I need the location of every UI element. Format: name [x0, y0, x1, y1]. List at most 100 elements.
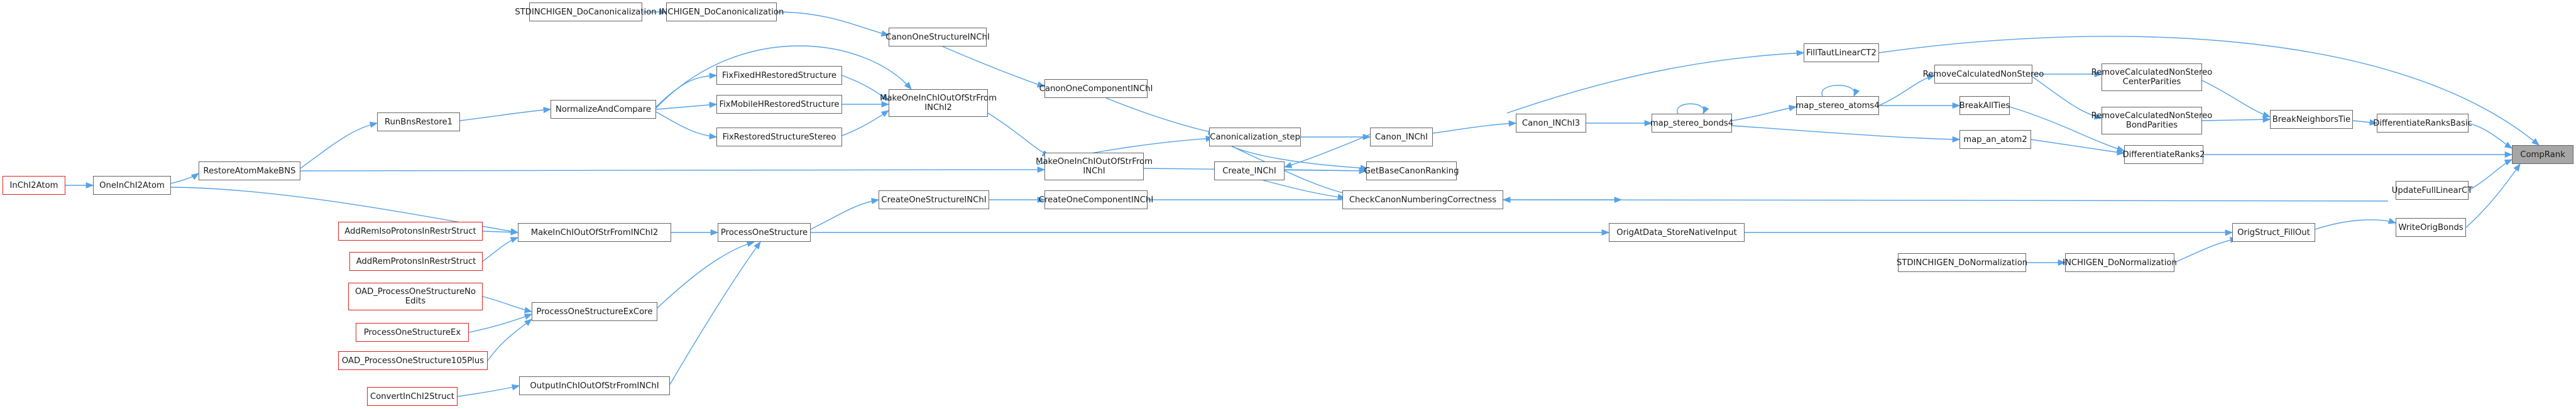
node-create-inchi[interactable]: Create_INChI: [1214, 161, 1285, 180]
node-map-an-atom2[interactable]: map_an_atom2: [1959, 130, 2031, 149]
call-edge: [669, 241, 761, 385]
node-canon-inchi[interactable]: Canon_INChI: [1370, 128, 1433, 146]
node-get-base-canon-ranking[interactable]: GetBaseCanonRanking: [1364, 161, 1459, 180]
node-differentiate-ranks2[interactable]: DifferentiateRanks2: [2122, 145, 2205, 164]
call-edge: [2315, 217, 2397, 230]
call-edge: [841, 75, 890, 101]
node-canon-one-structure-inchi[interactable]: CanonOneStructureINChI: [885, 28, 990, 46]
node-label: CheckCanonNumberingCorrectness: [1349, 195, 1497, 205]
node-canonicalization-step[interactable]: Canonicalization_step: [1209, 128, 1301, 146]
node-inchigen-donormalization[interactable]: INCHIGEN_DoNormalization: [2063, 253, 2177, 272]
call-edge: [810, 198, 880, 230]
node-label: INCHIGEN_DoNormalization: [2063, 258, 2177, 268]
node-fix-mobile-h-restored-structure[interactable]: FixMobileHRestoredStructure: [716, 95, 842, 114]
call-edge: [841, 110, 890, 136]
node-remove-calculated-nonstereo-bond-parities[interactable]: RemoveCalculatedNonStereo BondParities: [2091, 107, 2212, 134]
call-edge: [2174, 236, 2239, 263]
node-origatdata-store-native-input[interactable]: OrigAtData_StoreNativeInput: [1609, 223, 1745, 242]
call-edge: [655, 72, 718, 107]
node-make-one-inchi-from-inchi[interactable]: MakeOneInChIOutOfStrFrom INChI: [1036, 153, 1153, 180]
node-inchigen-docanonicalization[interactable]: INCHIGEN_DoCanonicalization: [659, 3, 784, 21]
node-label-line2: BondParities: [2125, 121, 2178, 130]
call-edge: [457, 384, 520, 397]
call-edge: [482, 296, 533, 314]
node-make-one-inchi-from-inchi2[interactable]: MakeOneInChIOutOfStrFrom INChI2: [880, 89, 997, 117]
node-label: map_stereo_bonds4: [1650, 118, 1734, 128]
call-edge: [1502, 196, 2389, 204]
node-origstruct-fillout[interactable]: OrigStruct_FillOut: [2232, 223, 2315, 242]
call-edge: [2468, 159, 2513, 191]
node-label: AddRemProtonsInRestrStruct: [356, 256, 476, 266]
node-process-one-structure-ex[interactable]: ProcessOneStructureEx: [356, 323, 469, 342]
node-label: CanonOneStructureINChI: [885, 32, 990, 42]
node-break-neighbors-tie[interactable]: BreakNeighborsTie: [2270, 110, 2353, 129]
node-comp-rank[interactable]: CompRank: [2512, 145, 2573, 164]
node-label: Canonicalization_step: [1210, 132, 1300, 142]
node-create-one-structure-inchi[interactable]: CreateOneStructureINChI: [879, 190, 989, 209]
node-label: FixFixedHRestoredStructure: [722, 70, 836, 80]
node-process-one-structure[interactable]: ProcessOneStructure: [718, 223, 811, 242]
node-canon-one-component-inchi[interactable]: CanonOneComponentINChI: [1039, 79, 1153, 98]
node-normalize-and-compare[interactable]: NormalizeAndCompare: [551, 100, 656, 119]
node-label: DifferentiateRanks2: [2122, 150, 2205, 160]
node-label: CanonOneComponentINChI: [1039, 84, 1153, 94]
node-break-all-ties[interactable]: BreakAllTies: [1959, 96, 2010, 115]
node-label: STDINCHIGEN_DoCanonicalization: [515, 7, 657, 17]
node-label: CreateOneComponentINChI: [1038, 195, 1154, 205]
node-inchi2atom[interactable]: InChI2Atom: [3, 176, 65, 195]
call-edge: [655, 101, 718, 110]
node-stdinchigen-docanonicalization[interactable]: STDINCHIGEN_DoCanonicalization: [515, 3, 657, 21]
node-convert-inchi2struct[interactable]: ConvertInChI2Struct: [367, 387, 458, 406]
node-label: Canon_INChI3: [1521, 118, 1581, 128]
node-one-inchi2atom[interactable]: OneInChI2Atom: [93, 176, 171, 195]
node-label: UpdateFullLinearCT: [2391, 185, 2473, 195]
node-remove-calculated-nonstereo-center-parities[interactable]: RemoveCalculatedNonStereo CenterParities: [2091, 63, 2212, 91]
node-restore-atom-make-bns[interactable]: RestoreAtomMakeBNS: [199, 161, 300, 180]
node-label: map_stereo_atoms4: [1795, 101, 1880, 111]
call-edge: [655, 111, 718, 139]
node-label-line2: INChI2: [924, 103, 952, 112]
call-edge: [1432, 120, 1517, 134]
node-process-one-structure-ex-core[interactable]: ProcessOneStructureExCore: [532, 302, 657, 321]
call-edge: [1231, 146, 1369, 172]
node-label: OrigAtData_StoreNativeInput: [1616, 227, 1737, 237]
node-add-rem-protons-in-restr-struct[interactable]: AddRemProtonsInRestrStruct: [349, 252, 483, 271]
node-run-bns-restore1[interactable]: RunBnsRestore1: [377, 112, 460, 131]
node-fill-taut-linear-ct2[interactable]: FillTautLinearCT2: [1804, 43, 1879, 62]
call-edge: [459, 106, 552, 121]
node-label: OrigStruct_FillOut: [2237, 227, 2310, 237]
node-output-inchi-out-of-str-from-inchi[interactable]: OutputInChIOutOfStrFromINChI: [519, 376, 670, 395]
node-label: STDINCHIGEN_DoNormalization: [1896, 258, 2028, 268]
node-label: INCHIGEN_DoCanonicalization: [659, 7, 784, 17]
call-edge: [1731, 125, 1961, 143]
node-label-line1: RemoveCalculatedNonStereo: [2091, 111, 2213, 121]
node-label: DifferentiateRanksBasic: [2373, 118, 2472, 128]
call-edge: [1744, 229, 2233, 236]
node-stdinchigen-donormalization[interactable]: STDINCHIGEN_DoNormalization: [1896, 253, 2028, 272]
node-check-canon-numbering-correctness[interactable]: CheckCanonNumberingCorrectness: [1342, 190, 1503, 209]
node-canon-inchi3[interactable]: Canon_INChI3: [1516, 114, 1586, 133]
node-make-inchi-from-inchi2[interactable]: MakeInChIOutOfStrFromINChI2: [518, 223, 671, 242]
node-label: BreakNeighborsTie: [2272, 114, 2351, 124]
node-label: ProcessOneStructure: [720, 227, 808, 237]
node-add-rem-iso-protons-in-restr-struct[interactable]: AddRemIsoProtonsInRestrStruct: [338, 222, 483, 241]
node-write-orig-bonds[interactable]: WriteOrigBonds: [2396, 218, 2466, 237]
node-fix-restored-structure-stereo[interactable]: FixRestoredStructureStereo: [716, 128, 842, 146]
call-edge: [1731, 105, 1797, 121]
node-differentiate-ranks-basic[interactable]: DifferentiateRanksBasic: [2373, 114, 2472, 133]
node-label: NormalizeAndCompare: [556, 104, 651, 114]
call-edge: [1878, 36, 2540, 146]
node-create-one-component-inchi[interactable]: CreateOneComponentINChI: [1039, 190, 1153, 209]
node-oad-process-one-structure-105plus[interactable]: OAD_ProcessOneStructure105Plus: [338, 351, 488, 370]
node-map-stereo-atoms4[interactable]: map_stereo_atoms4: [1795, 96, 1880, 115]
call-edge: [2031, 139, 2125, 156]
node-fix-fixed-h-restored-structure[interactable]: FixFixedHRestoredStructure: [716, 66, 842, 85]
node-remove-calculated-nonstereo[interactable]: RemoveCalculatedNonStereo: [1923, 65, 2044, 84]
node-update-full-linear-ct[interactable]: UpdateFullLinearCT: [2392, 181, 2472, 200]
node-map-stereo-bonds4[interactable]: map_stereo_bonds4: [1650, 114, 1734, 133]
node-label: ProcessOneStructureEx: [363, 327, 461, 337]
node-label: FixRestoredStructureStereo: [722, 132, 836, 142]
node-oad-process-one-structure-no-edits[interactable]: OAD_ProcessOneStructureNo Edits: [348, 283, 483, 310]
